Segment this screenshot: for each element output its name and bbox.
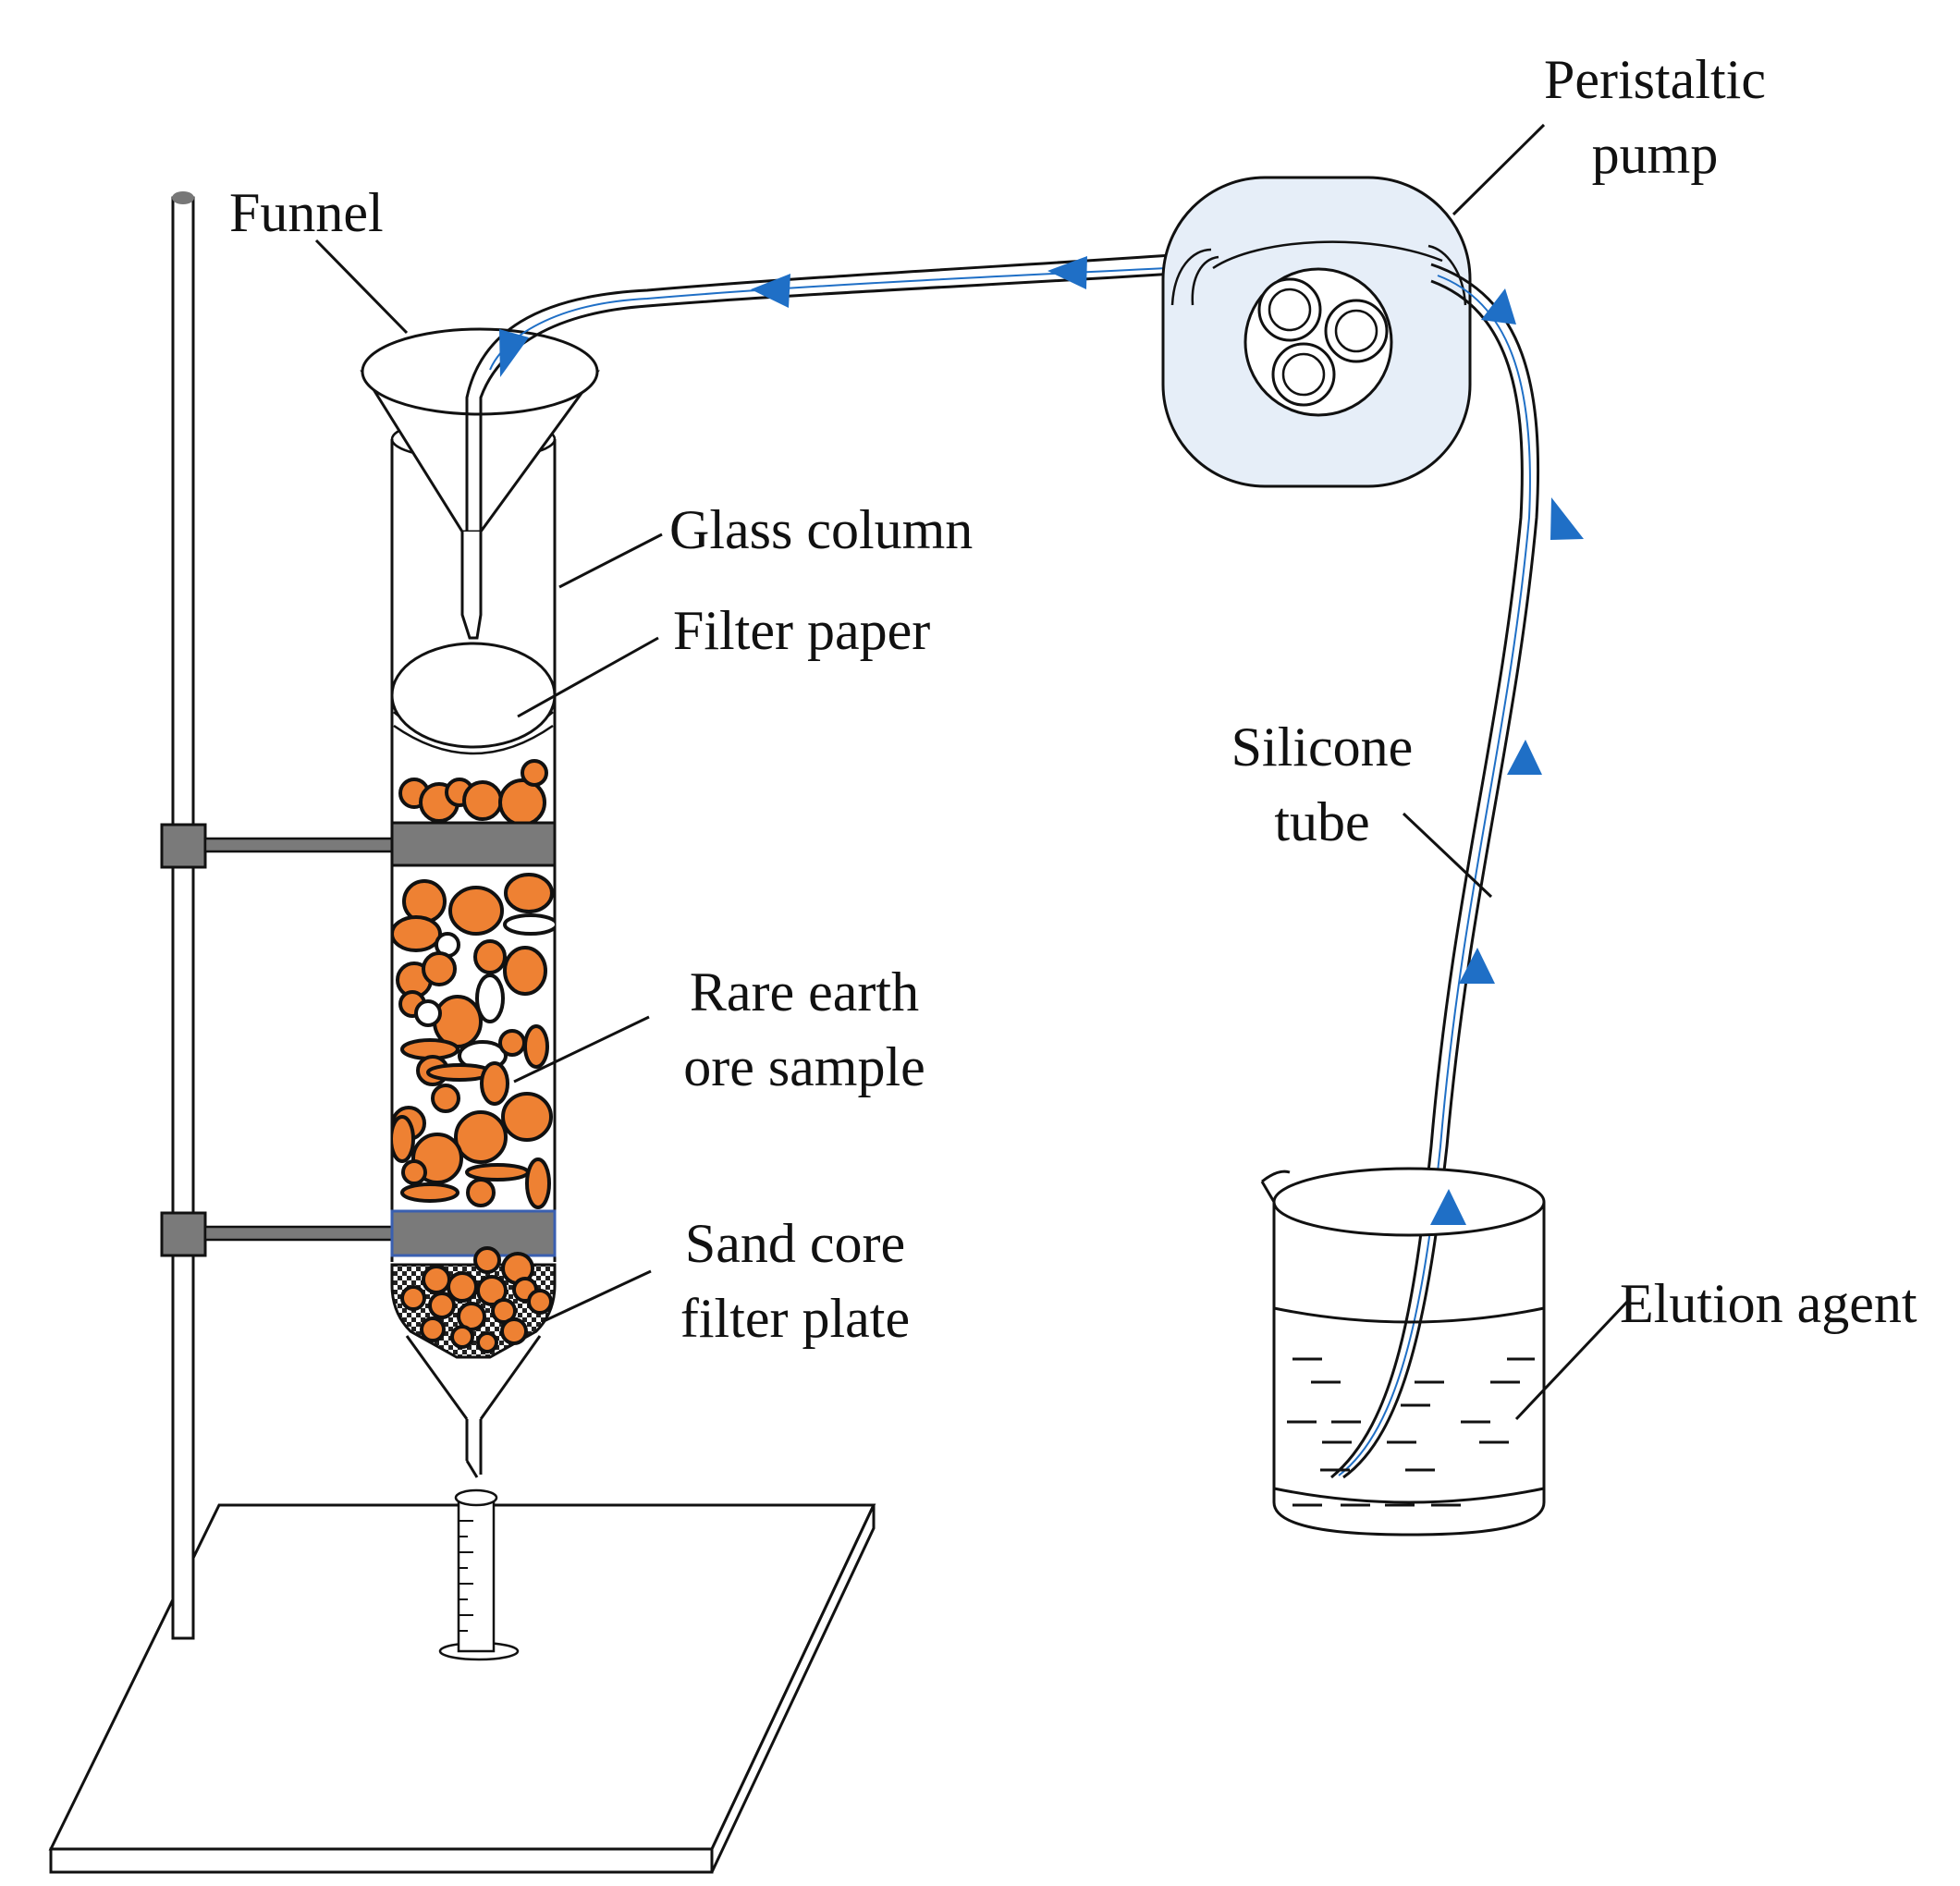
label-silicone-tube: Silicone tube <box>1183 710 1461 860</box>
arrowhead-icon <box>1481 288 1516 325</box>
label-peristaltic-pump: Peristaltic pump <box>1516 43 1794 192</box>
arrowhead-icon <box>1047 256 1087 289</box>
peristaltic-pump <box>1161 176 1472 488</box>
arrowhead-icon <box>499 329 529 377</box>
label-funnel: Funnel <box>229 176 384 251</box>
label-sand-core-line1: Sand core <box>684 1213 906 1274</box>
arrowhead-icon <box>1507 740 1542 775</box>
label-filter-paper: Filter paper <box>673 594 930 668</box>
label-rare-earth-ore-sample: Rare earth ore sample <box>666 955 943 1105</box>
column-outlet <box>405 1335 542 1478</box>
label-sand-core-line2: filter plate <box>680 1288 911 1349</box>
arrowhead-icon <box>1430 1189 1466 1225</box>
label-tube-line1: Silicone <box>1231 716 1414 778</box>
label-pump-line2: pump <box>1591 124 1719 185</box>
label-elution-agent: Elution agent <box>1620 1267 1917 1341</box>
elution-agent-liquid <box>1287 1357 1535 1507</box>
arrowhead-icon <box>751 274 790 308</box>
rare-earth-ore-particles <box>392 759 555 1209</box>
label-elution-text: Elution agent <box>1620 1273 1917 1334</box>
filter-paper <box>390 642 557 755</box>
label-filter-paper-text: Filter paper <box>673 600 931 661</box>
label-rare-earth-line1: Rare earth <box>689 961 920 1023</box>
label-tube-line2: tube <box>1274 791 1370 852</box>
rotor-rollers-icon <box>1243 267 1393 417</box>
label-funnel-text: Funnel <box>229 182 384 243</box>
label-pump-line1: Peristaltic <box>1544 49 1766 110</box>
column-clamp-upper <box>390 821 557 867</box>
leader-lines <box>314 123 1629 1421</box>
sand-core-filter-plate <box>390 1246 557 1359</box>
clamp-upper <box>160 823 394 869</box>
stand-base <box>48 1503 876 1874</box>
column-clamp-lower <box>390 1209 557 1257</box>
clamp-lower <box>160 1211 394 1257</box>
flow-line-upper <box>489 265 1203 371</box>
graduated-cylinder <box>438 1488 520 1661</box>
label-rare-earth-line2: ore sample <box>683 1036 925 1097</box>
label-sand-core-filter-plate: Sand core filter plate <box>656 1206 934 1356</box>
stand-rod <box>171 191 195 1640</box>
silicone-tube-inlet <box>1330 263 1540 1479</box>
arrowhead-icon <box>1550 497 1584 540</box>
label-glass-column: Glass column <box>669 493 973 568</box>
beaker <box>1260 1167 1546 1537</box>
arrowhead-icon <box>1459 948 1495 984</box>
flow-line-inlet <box>1338 275 1531 1476</box>
label-glass-column-text: Glass column <box>669 499 974 560</box>
flow-arrows <box>499 256 1584 1225</box>
